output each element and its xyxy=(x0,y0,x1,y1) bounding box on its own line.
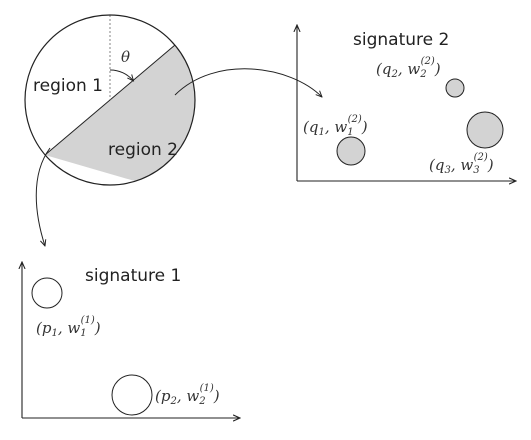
label-q3-w3: (q3, w3(2)) xyxy=(429,152,494,176)
label-p1-w1: (p1, w1(1)) xyxy=(36,315,101,339)
signature-1-point-p1 xyxy=(31,277,63,309)
signature-2-point-q1 xyxy=(336,136,366,166)
signature-2-point-q2 xyxy=(445,78,465,98)
label-q1-w1: (q1, w1(2)) xyxy=(303,114,368,138)
signature-1-title: signature 1 xyxy=(85,266,181,286)
signature-2-point-q3 xyxy=(466,111,504,149)
disk: θ region 1 region 2 xyxy=(24,14,196,186)
arrow-region2-to-signature2 xyxy=(174,68,322,97)
angle-label: θ xyxy=(121,48,130,66)
region-1-label: region 1 xyxy=(33,76,103,96)
signature-2-plot: signature 2 (q1, w1(2)) (q2, w2(2)) (q3,… xyxy=(297,25,516,181)
label-q2-w2: (q2, w2(2)) xyxy=(376,56,441,80)
arrow-region1-to-signature1 xyxy=(35,147,51,246)
label-p2-w2: (p2, w2(1)) xyxy=(155,383,220,407)
signature-1-plot: signature 1 (p1, w1(1)) (p2, w2(1)) xyxy=(22,262,240,418)
signature-1-point-p2 xyxy=(111,374,153,416)
region-2-label: region 2 xyxy=(108,140,178,160)
disk-outline xyxy=(24,14,196,186)
region-2-fill xyxy=(45,30,195,185)
angle-arc xyxy=(109,69,134,81)
signature-2-title: signature 2 xyxy=(353,30,449,50)
